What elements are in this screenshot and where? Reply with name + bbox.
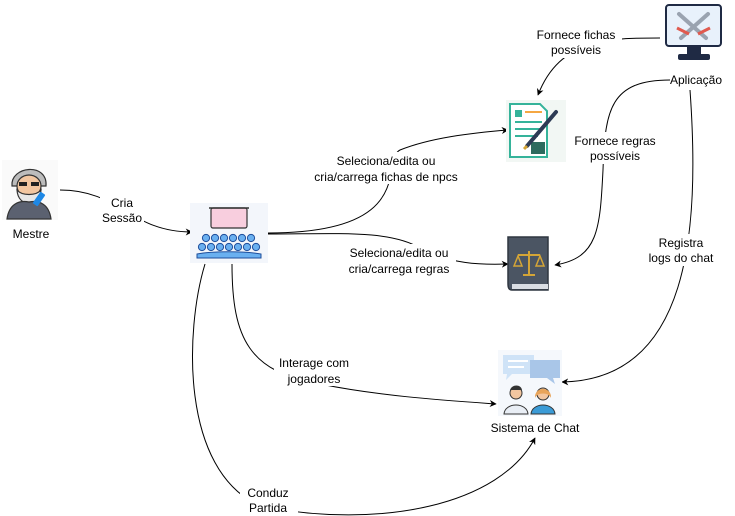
node-label-mestre: Mestre xyxy=(13,227,50,241)
edge-interage xyxy=(231,263,497,408)
node-aplicacao[interactable]: Aplicação xyxy=(665,4,722,87)
character-sheet-document-icon xyxy=(506,100,566,162)
edge-label-fornece-regras-2: possíveis xyxy=(590,149,640,163)
edge-label-conduz-1: Conduz xyxy=(247,486,288,500)
edge-label-registra-2: logs do chat xyxy=(649,251,714,265)
edge-label-fichas-1: Seleciona/edita ou xyxy=(337,154,436,168)
session-audience-icon xyxy=(190,203,268,263)
edge-label-fornece-fichas-2: possíveis xyxy=(551,43,601,57)
edge-conduz xyxy=(192,263,536,516)
node-chat[interactable]: Sistema de Chat xyxy=(491,350,580,435)
crossed-swords-monitor-icon xyxy=(665,4,722,60)
node-regras[interactable] xyxy=(507,236,549,291)
edge-label-interage-2: jogadores xyxy=(287,372,341,386)
edge-labels: Cria Sessão Seleciona/edita ou cria/carr… xyxy=(100,26,730,516)
edge-label-fornece-fichas-1: Fornece fichas xyxy=(537,28,616,42)
edge-label-regras-2: cria/carrega regras xyxy=(349,262,450,276)
rulebook-scales-icon xyxy=(507,236,549,291)
node-mestre[interactable]: Mestre xyxy=(2,160,58,241)
edges xyxy=(59,37,694,516)
node-fichas[interactable] xyxy=(506,100,566,162)
edge-label-interage-1: Interage com xyxy=(279,356,349,370)
edge-label-fichas-2: cria/carrega fichas de npcs xyxy=(314,170,457,184)
node-label-chat: Sistema de Chat xyxy=(491,421,580,435)
edge-label-cria-sessao-1: Cria xyxy=(111,196,133,210)
chat-users-icon xyxy=(498,350,562,416)
edge-label-conduz-2: Partida xyxy=(249,501,287,515)
edge-fornece-regras xyxy=(554,79,671,268)
node-sessao[interactable] xyxy=(190,203,268,263)
node-label-aplicacao: Aplicação xyxy=(670,73,722,87)
edge-label-cria-sessao-2: Sessão xyxy=(102,211,142,225)
edge-label-registra-1: Registra xyxy=(659,236,704,250)
edge-label-regras-1: Seleciona/edita ou xyxy=(350,246,449,260)
game-master-avatar-icon xyxy=(2,160,58,220)
edge-label-fornece-regras-1: Fornece regras xyxy=(574,134,655,148)
edge-registra xyxy=(561,89,694,386)
